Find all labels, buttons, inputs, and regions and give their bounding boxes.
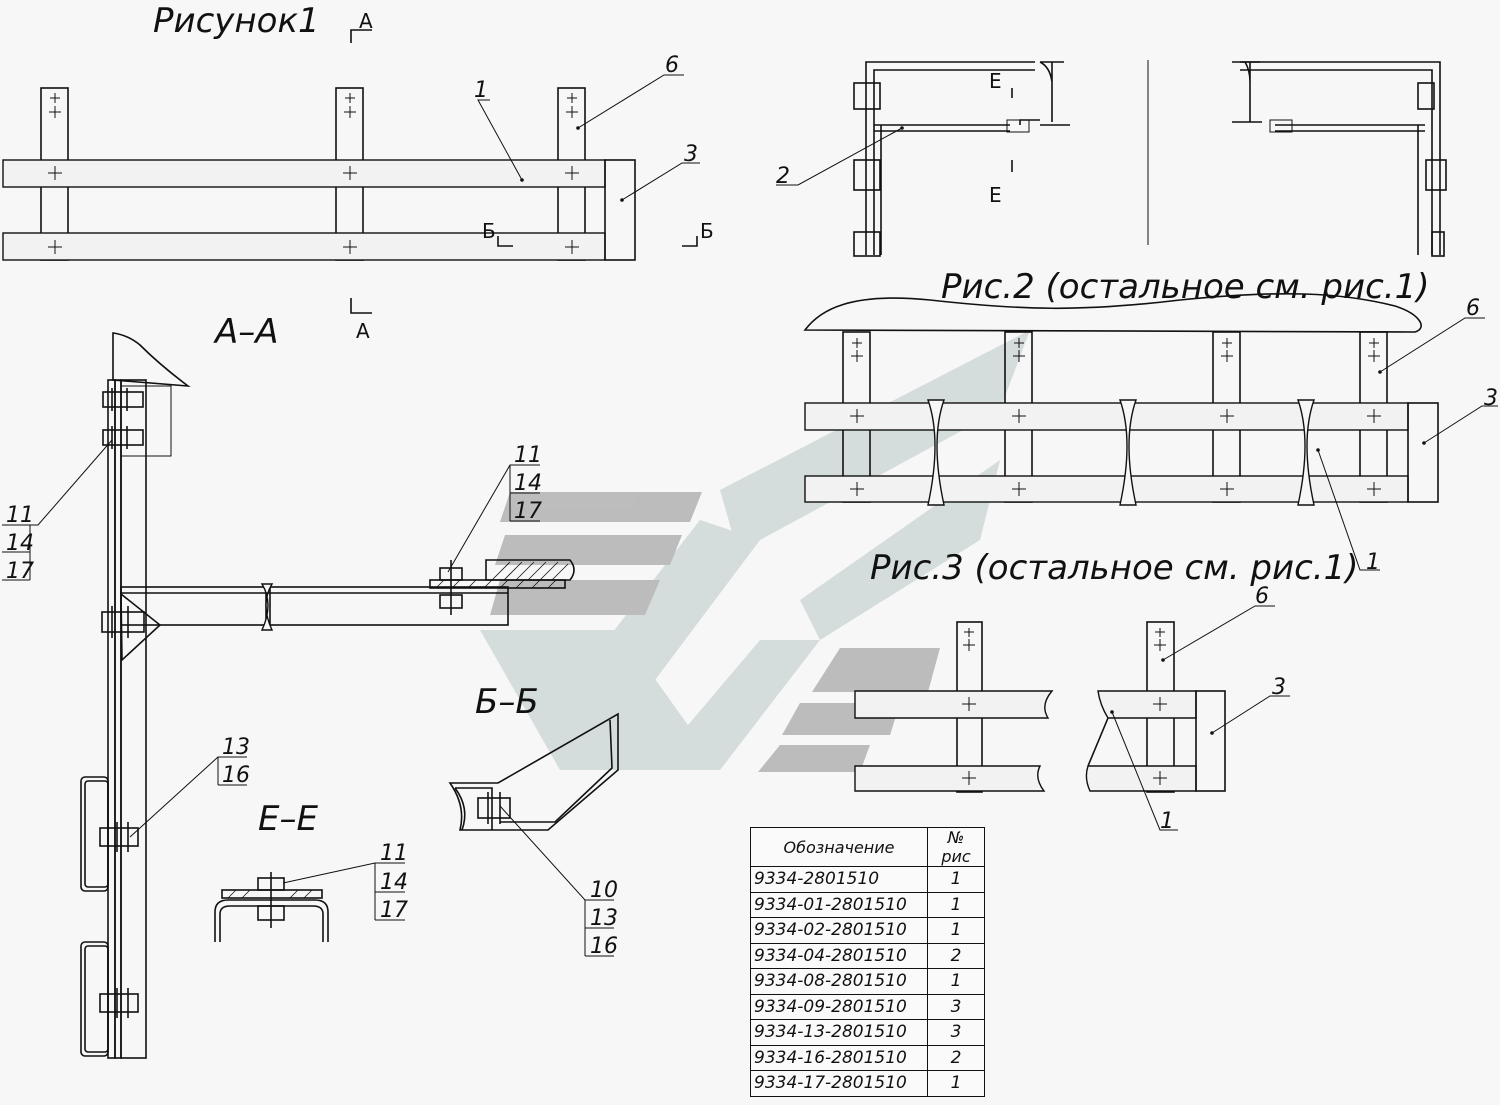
callout-1-fig3: 1 xyxy=(1160,809,1174,834)
company-logo-watermark xyxy=(480,330,1030,772)
section-b-b-view xyxy=(448,712,619,957)
designation-cell: 9334-09-2801510 xyxy=(750,993,928,1020)
callout-2: 2 xyxy=(776,164,790,189)
designation-cell: 9334-02-2801510 xyxy=(750,917,928,944)
figure-cell: 1 xyxy=(927,891,985,918)
callout-17-aa-left: 17 xyxy=(6,559,34,584)
figure-3-view xyxy=(854,605,1290,831)
callout-11-ee: 11 xyxy=(380,841,408,866)
designation-cell: 9334-16-2801510 xyxy=(750,1044,928,1071)
callout-3-fig1: 3 xyxy=(684,142,698,167)
section-mark-a-top: А xyxy=(359,9,373,33)
callout-6-fig3: 6 xyxy=(1255,584,1269,609)
section-b-b-caption: Б–Б xyxy=(475,682,539,722)
figure-cell: 3 xyxy=(927,1019,985,1046)
designation-cell: 9334-17-2801510 xyxy=(750,1070,928,1097)
callout-3-fig3: 3 xyxy=(1272,675,1286,700)
designation-cell: 9334-2801510 xyxy=(750,866,928,893)
header-figure-number: № рис xyxy=(927,827,985,867)
designation-cell: 9334-08-2801510 xyxy=(750,968,928,995)
callout-16-bb: 16 xyxy=(590,934,618,959)
designation-cell: 9334-04-2801510 xyxy=(750,942,928,969)
section-e-e-view xyxy=(214,862,405,942)
callout-13-aa: 13 xyxy=(222,735,250,760)
callout-6-fig2: 6 xyxy=(1466,296,1480,321)
figure-1-caption: Рисунок1 xyxy=(153,1,320,41)
figure-cell: 1 xyxy=(927,1070,985,1097)
table-header-row: Обозначение № рис xyxy=(750,827,985,867)
callout-1-fig1: 1 xyxy=(474,78,488,103)
section-mark-e-top: Е xyxy=(989,69,1002,93)
figure-cell: 2 xyxy=(927,942,985,969)
figure-cell: 3 xyxy=(927,993,985,1020)
callout-13-bb: 13 xyxy=(590,906,618,931)
callout-16-aa: 16 xyxy=(222,763,250,788)
callout-11-aa-left: 11 xyxy=(6,503,34,528)
callout-1-fig2: 1 xyxy=(1366,550,1380,575)
callout-10-bb: 10 xyxy=(590,878,618,903)
callout-6-fig1: 6 xyxy=(665,53,679,78)
figure-2-view xyxy=(803,292,1498,571)
callout-14-ee: 14 xyxy=(380,870,408,895)
callout-3-fig2: 3 xyxy=(1484,386,1498,411)
section-mark-b-right: Б xyxy=(700,219,714,243)
callout-17-aa-beam: 17 xyxy=(514,499,542,524)
callout-14-aa-beam: 14 xyxy=(514,471,542,496)
section-a-a-view xyxy=(2,332,575,1059)
callout-14-aa-left: 14 xyxy=(6,531,34,556)
top-right-view xyxy=(776,60,1447,257)
section-mark-a-bottom: А xyxy=(356,319,370,343)
figure-2-caption: Рис.2 (остальное см. рис.1) xyxy=(941,267,1430,307)
section-mark-b-left: Б xyxy=(482,219,496,243)
designation-cell: 9334-13-2801510 xyxy=(750,1019,928,1046)
header-designation: Обозначение xyxy=(750,827,928,867)
callout-17-ee: 17 xyxy=(380,898,408,923)
figure-cell: 1 xyxy=(927,968,985,995)
section-mark-e-bottom: Е xyxy=(989,183,1002,207)
callout-11-aa-beam: 11 xyxy=(514,443,542,468)
section-e-e-caption: Е–Е xyxy=(258,799,318,839)
designation-cell: 9334-01-2801510 xyxy=(750,891,928,918)
section-a-a-caption: А–А xyxy=(213,312,279,352)
figure-3-caption: Рис.3 (остальное см. рис.1) xyxy=(870,548,1359,588)
figure-1-view xyxy=(2,29,700,314)
figure-cell: 1 xyxy=(927,866,985,893)
figure-cell: 2 xyxy=(927,1044,985,1071)
figure-cell: 1 xyxy=(927,917,985,944)
